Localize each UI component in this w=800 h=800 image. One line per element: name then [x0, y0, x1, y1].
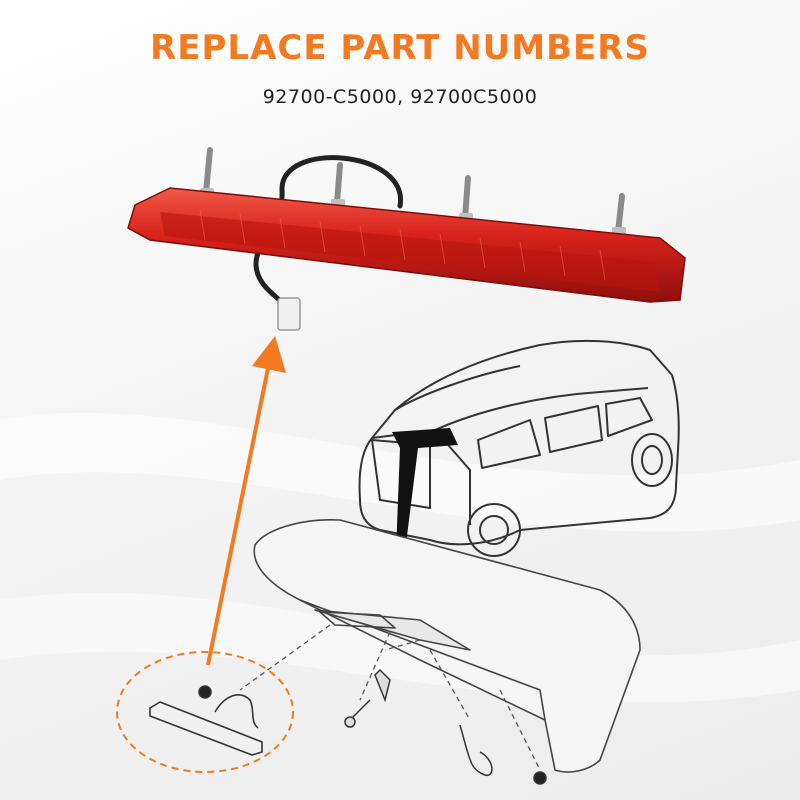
page-title: REPLACE PART NUMBERS	[150, 28, 650, 68]
part-numbers: 92700-C5000, 92700C5000	[262, 86, 538, 108]
